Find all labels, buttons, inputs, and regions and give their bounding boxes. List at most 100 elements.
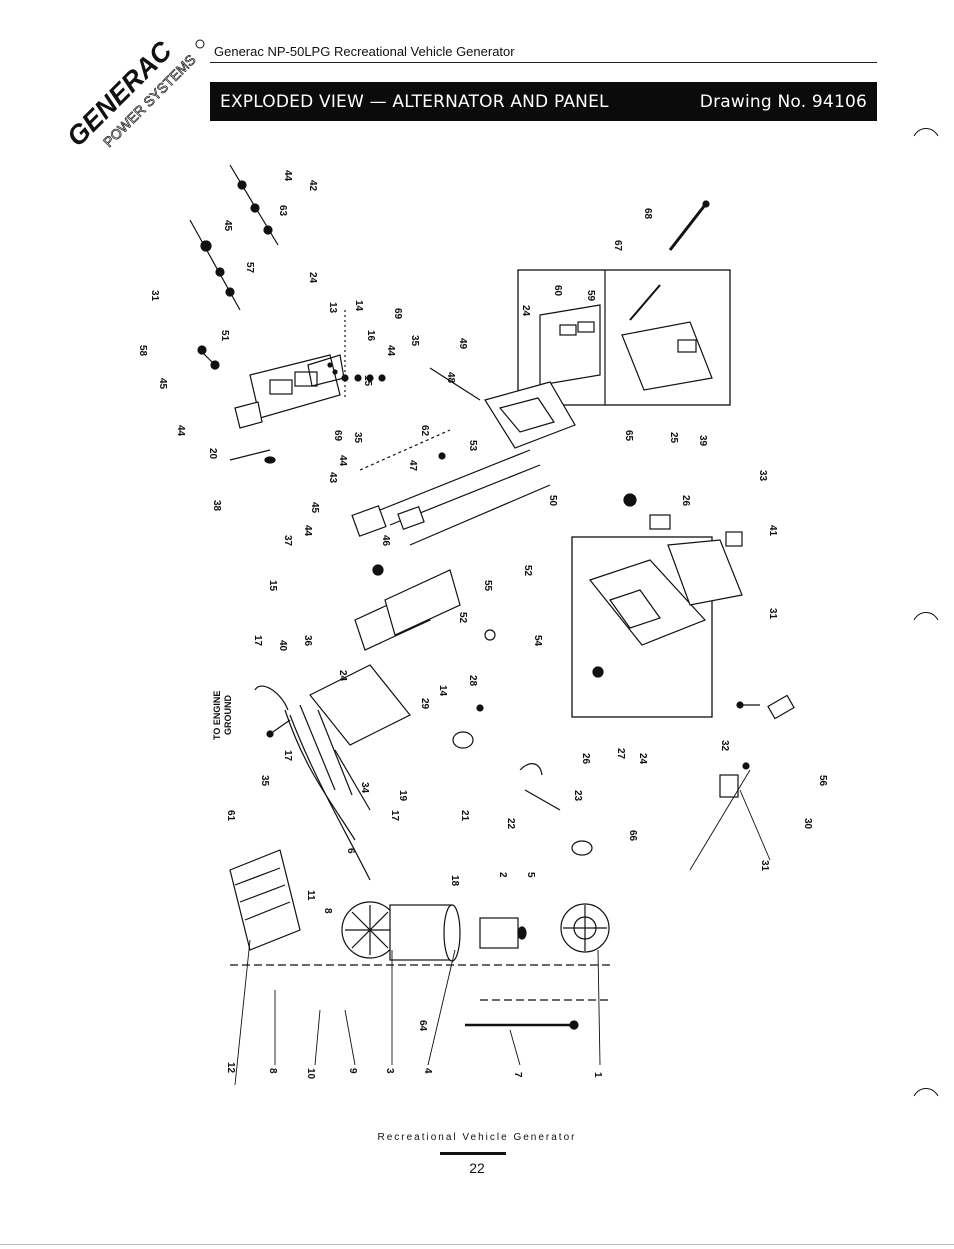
callout-label: 23: [572, 790, 583, 802]
registered-mark: [195, 39, 205, 49]
exploded-view-drawing: 44 42 45 63 31 57 24 58 51 13 14 69 16 4…: [137, 164, 828, 1086]
callout-label: 45: [309, 502, 320, 514]
ground-label-line-2: GROUND: [223, 695, 233, 735]
callout-label: 60: [552, 285, 563, 297]
brush-holder-assembly: [452, 629, 593, 856]
callout-label: 45: [222, 220, 233, 232]
callout-label: 67: [612, 240, 623, 252]
callout-label: 24: [637, 753, 648, 765]
callout-label: 15: [362, 375, 373, 387]
callout-label: 26: [580, 753, 591, 765]
callout-label: 48: [445, 372, 456, 384]
callout-label: 63: [277, 205, 288, 217]
callout-label: 17: [389, 810, 400, 822]
callout-label: 34: [359, 782, 370, 794]
callout-label: 22: [505, 818, 516, 830]
callout-label: 31: [149, 290, 160, 302]
panel-enclosure-lower: [571, 493, 743, 718]
callout-label: 11: [305, 890, 316, 901]
section-title: EXPLODED VIEW — ALTERNATOR AND PANEL: [220, 91, 609, 112]
callout-label: 62: [419, 425, 430, 437]
frame-rails: [354, 429, 551, 651]
callout-label: 14: [353, 300, 364, 312]
access-cover: [229, 401, 276, 464]
callout-label: 45: [157, 378, 168, 390]
alternator-assembly: [229, 849, 610, 1030]
callout-label: 40: [277, 640, 288, 652]
callout-label: 17: [282, 750, 293, 762]
callout-label: 24: [337, 670, 348, 682]
callout-label: 44: [385, 345, 396, 357]
callout-label: 8: [322, 908, 333, 914]
callout-label: 37: [282, 535, 293, 547]
footer-title: Recreational Vehicle Generator: [377, 1132, 577, 1143]
callout-label: 31: [759, 860, 770, 872]
callout-label: 12: [225, 1062, 236, 1074]
callout-label: 5: [525, 872, 536, 878]
callout-label: 15: [267, 580, 278, 592]
binder-mark: [913, 128, 939, 137]
callout-label: 20: [207, 448, 218, 460]
ground-label: TO ENGINE GROUND: [212, 691, 233, 740]
callout-label: 44: [302, 525, 313, 537]
callout-label: 53: [467, 440, 478, 452]
binder-mark: [913, 612, 939, 621]
callout-label: 14: [437, 685, 448, 697]
callout-label: 19: [397, 790, 408, 802]
callout-label: 35: [259, 775, 270, 787]
callout-label: 31: [767, 608, 778, 620]
callout-label: 4: [422, 1068, 433, 1074]
bottom-rule: [0, 1244, 954, 1245]
callout-label: 13: [327, 302, 338, 314]
switch-components: [351, 452, 446, 576]
callout-label: 27: [615, 748, 626, 760]
leader-lines: [234, 769, 771, 1086]
callout-label: 36: [302, 635, 313, 647]
callout-label: 68: [642, 208, 653, 220]
ground-label-line-1: TO ENGINE: [212, 691, 222, 740]
callout-label: 8: [267, 1068, 278, 1074]
callout-label: 7: [512, 1072, 523, 1078]
callout-label: 51: [219, 330, 230, 342]
callout-label: 44: [282, 170, 293, 182]
callout-label: 18: [449, 875, 460, 887]
callout-label: 61: [225, 810, 236, 822]
callout-label: 64: [417, 1020, 428, 1032]
terminal-hardware-stack: [341, 310, 386, 400]
callout-label: 33: [757, 470, 768, 482]
callout-label: 46: [380, 535, 391, 547]
control-panel-plate: [249, 354, 345, 419]
callout-label: 30: [802, 818, 813, 830]
panel-enclosure-upper: [517, 269, 731, 406]
callout-label: 49: [457, 338, 468, 350]
ground-wire: [254, 685, 371, 881]
callout-label: 16: [365, 330, 376, 342]
callout-label: 43: [327, 472, 338, 484]
callout-label: 24: [520, 305, 531, 317]
callout-label: 26: [680, 495, 691, 507]
callout-label: 42: [307, 180, 318, 192]
callout-label: 58: [137, 345, 148, 357]
generac-logo: GENERAC POWER SYSTEMS: [61, 35, 205, 152]
panel-housing: [429, 367, 576, 449]
callout-label: 3: [384, 1068, 395, 1074]
callout-label: 1: [592, 1072, 603, 1078]
callout-label: 24: [307, 272, 318, 284]
callout-label: 28: [467, 675, 478, 687]
callout-label: 69: [332, 430, 343, 442]
section-banner: EXPLODED VIEW — ALTERNATOR AND PANEL Dra…: [210, 82, 877, 121]
page-number: 22: [469, 1160, 485, 1176]
callout-label: 29: [419, 698, 430, 710]
callout-label: 50: [547, 495, 558, 507]
callout-label: 2: [497, 872, 508, 878]
callout-label: 38: [211, 500, 222, 512]
header-rule: [210, 62, 877, 63]
control-panel-bracket: [299, 664, 411, 811]
callout-label: 44: [337, 455, 348, 467]
callout-label: 39: [697, 435, 708, 447]
binder-mark: [913, 1088, 939, 1097]
callout-label: 56: [817, 775, 828, 787]
footer-bar: [440, 1152, 506, 1155]
callout-label: 52: [457, 612, 468, 624]
callout-label: 25: [668, 432, 679, 444]
